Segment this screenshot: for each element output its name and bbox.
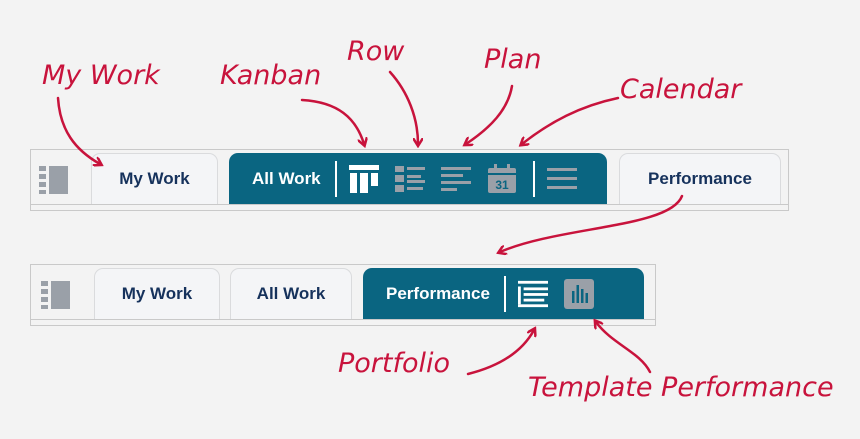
tab-performance[interactable]: Performance <box>363 268 644 319</box>
portfolio-icon[interactable] <box>517 279 548 309</box>
tab-bar-bottom: My Work All Work Performance <box>30 264 656 326</box>
tab-label: My Work <box>121 284 193 303</box>
kanban-icon[interactable] <box>348 164 379 194</box>
tab-label: Performance <box>648 169 752 188</box>
tab-my-work[interactable]: My Work <box>91 153 218 204</box>
calendar-day: 31 <box>495 178 509 192</box>
tab-label: Performance <box>386 284 490 303</box>
arrow-kanban <box>300 98 364 144</box>
app-grid-icon[interactable] <box>41 279 71 309</box>
tab-divider <box>503 276 506 312</box>
tab-label: All Work <box>252 169 321 188</box>
plan-icon[interactable] <box>440 164 471 194</box>
tab-all-work[interactable]: All Work <box>229 153 607 204</box>
calendar-icon[interactable]: 31 <box>487 164 517 194</box>
arrow-portfolio <box>466 330 534 376</box>
annotation-portfolio: Portfolio <box>338 348 451 379</box>
annotation-row: Row <box>347 36 405 67</box>
arrow-template-performance <box>596 322 652 374</box>
tab-divider <box>334 161 337 197</box>
tab-my-work[interactable]: My Work <box>94 268 220 319</box>
tab-divider <box>532 161 535 197</box>
arrow-plan <box>466 84 514 144</box>
template-performance-icon[interactable] <box>563 279 594 309</box>
app-grid-icon[interactable] <box>39 164 69 194</box>
tab-label: My Work <box>119 169 190 188</box>
annotation-my-work: My Work <box>42 60 160 91</box>
annotation-plan: Plan <box>484 44 542 75</box>
annotation-calendar: Calendar <box>620 74 742 105</box>
arrow-row <box>388 70 418 144</box>
arrow-my-work <box>56 96 100 164</box>
tab-bar-top: My Work All Work <box>30 149 789 211</box>
arrow-performance <box>500 194 684 252</box>
arrow-calendar <box>522 96 620 144</box>
row-icon[interactable] <box>394 164 425 194</box>
annotation-kanban: Kanban <box>220 60 322 91</box>
tab-all-work[interactable]: All Work <box>230 268 352 319</box>
tab-label: All Work <box>256 284 326 303</box>
list-icon[interactable] <box>546 164 577 194</box>
annotation-template-performance: Template Performance <box>528 372 834 403</box>
tab-performance[interactable]: Performance <box>619 153 781 204</box>
